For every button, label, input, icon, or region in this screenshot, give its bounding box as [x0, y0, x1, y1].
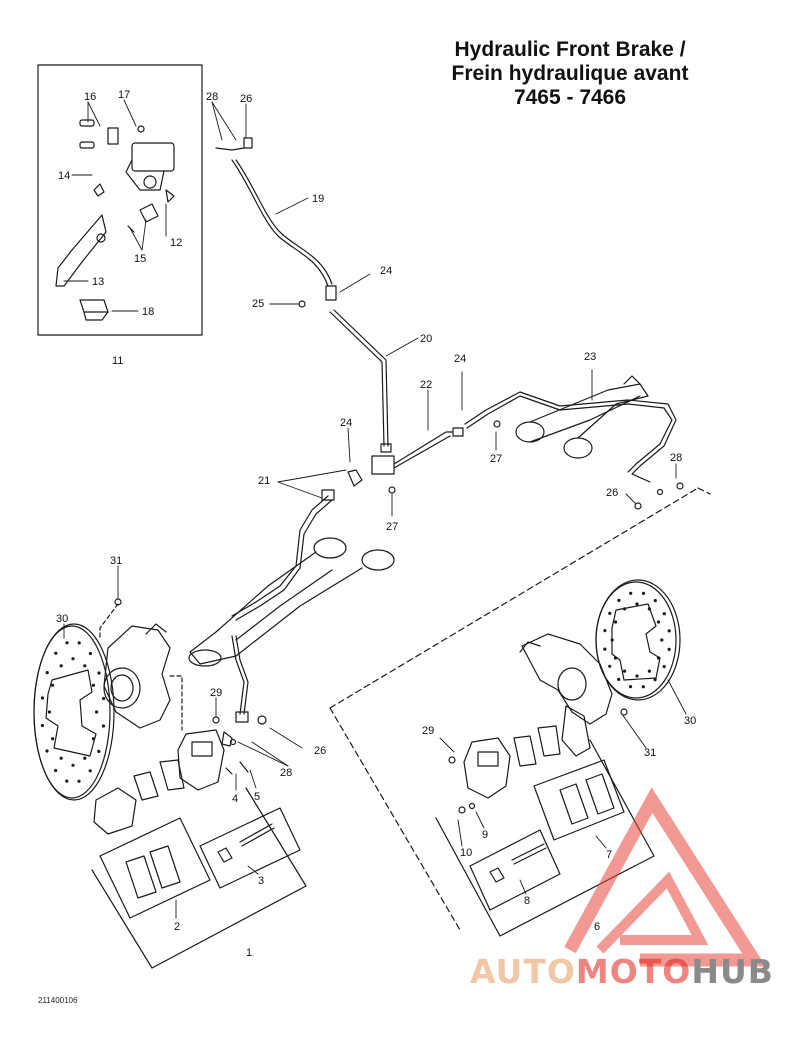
callout-28-top: 28 [206, 91, 218, 103]
callout-26-left: 26 [314, 745, 326, 757]
callout-9: 9 [482, 829, 488, 841]
right-upper-a-arm [515, 375, 649, 459]
left-upper-a-arm [188, 537, 395, 667]
callout-10: 10 [460, 847, 472, 859]
watermark-logo: AUTOMOTOHUB [470, 952, 774, 991]
title-line-1: Hydraulic Front Brake / [454, 38, 686, 61]
kit-box-8 [469, 829, 561, 911]
right-disc-holes [603, 591, 671, 689]
callout-24-c: 24 [340, 417, 352, 429]
callout-30-left: 30 [56, 613, 68, 625]
callout-27-b: 27 [386, 521, 398, 533]
callout-22: 22 [420, 379, 432, 391]
left-steering-knuckle [103, 623, 171, 729]
watermark-triangle [564, 787, 766, 967]
brake-hose-19 [215, 137, 337, 301]
callout-16: 16 [84, 91, 96, 103]
left-pads [93, 759, 185, 835]
callout-24-b: 24 [454, 353, 466, 365]
callout-31-left: 31 [110, 555, 122, 567]
callout-25: 25 [252, 298, 264, 310]
callout-12: 12 [170, 237, 182, 249]
callout-29-left: 29 [210, 687, 222, 699]
callout-24-a: 24 [380, 265, 392, 277]
kit-box-3 [199, 807, 301, 889]
callout-13: 13 [92, 276, 104, 288]
right-pads [513, 725, 561, 767]
callout-7: 7 [606, 849, 612, 861]
pin-kit-3 [217, 823, 275, 863]
callout-8: 8 [524, 895, 530, 907]
callout-1: 1 [246, 947, 252, 959]
kit-box-7 [533, 759, 625, 841]
callout-30-right: 30 [684, 715, 696, 727]
kit-box-2 [99, 817, 211, 919]
callout-3: 3 [258, 875, 264, 887]
junction-block [347, 427, 464, 487]
brake-pipe-23 [464, 391, 677, 483]
pad-set-2 [125, 845, 181, 899]
logo-part-1: AUTO [470, 952, 576, 991]
callout-28-left: 28 [280, 767, 292, 779]
callout-11: 11 [112, 355, 123, 367]
master-cylinder-inset-box [37, 64, 203, 336]
callout-19: 19 [312, 193, 324, 205]
left-disc-holes [40, 641, 106, 783]
callout-6: 6 [594, 921, 600, 933]
callout-28-right: 28 [670, 452, 682, 464]
callout-leader-lines [63, 99, 687, 919]
logo-part-2: MOTO [575, 952, 692, 991]
kit-box-1 [91, 787, 307, 969]
callout-14: 14 [58, 170, 70, 182]
callout-4: 4 [232, 793, 238, 805]
title-line-2: Frein hydraulique avant [451, 62, 689, 85]
callout-26-top: 26 [240, 93, 252, 105]
right-steering-knuckle [519, 633, 613, 757]
callout-27-a: 27 [490, 453, 502, 465]
right-brake-disc [595, 579, 681, 701]
callout-23: 23 [584, 351, 596, 363]
pad-set-7 [559, 773, 615, 825]
callout-15: 15 [134, 253, 146, 265]
pin-kit-8 [489, 843, 547, 883]
right-caliper [463, 737, 511, 799]
left-disc-bolt-line [99, 603, 119, 641]
callout-17: 17 [118, 89, 130, 101]
callout-26-right: 26 [606, 487, 618, 499]
callout-2: 2 [174, 921, 180, 933]
logo-part-3: HUB [691, 952, 774, 991]
master-cylinder-assembly [55, 119, 175, 321]
callout-31-right: 31 [644, 747, 656, 759]
left-caliper [177, 729, 249, 791]
brake-pipe-20 [329, 309, 392, 453]
title-line-3: 7465 - 7466 [513, 86, 627, 109]
kit-box-6 [435, 739, 655, 937]
left-brake-disc [33, 623, 115, 801]
reference-code: 211400106 [38, 996, 78, 1005]
left-brake-hose [231, 635, 249, 723]
small-fasteners [114, 300, 684, 814]
right-assembly-dashed-box [329, 487, 711, 931]
left-hub-axis [169, 675, 183, 731]
callout-29-right: 29 [422, 725, 434, 737]
callout-20: 20 [420, 333, 432, 345]
callout-18: 18 [142, 306, 154, 318]
callout-21: 21 [258, 475, 270, 487]
callout-5: 5 [254, 791, 260, 803]
